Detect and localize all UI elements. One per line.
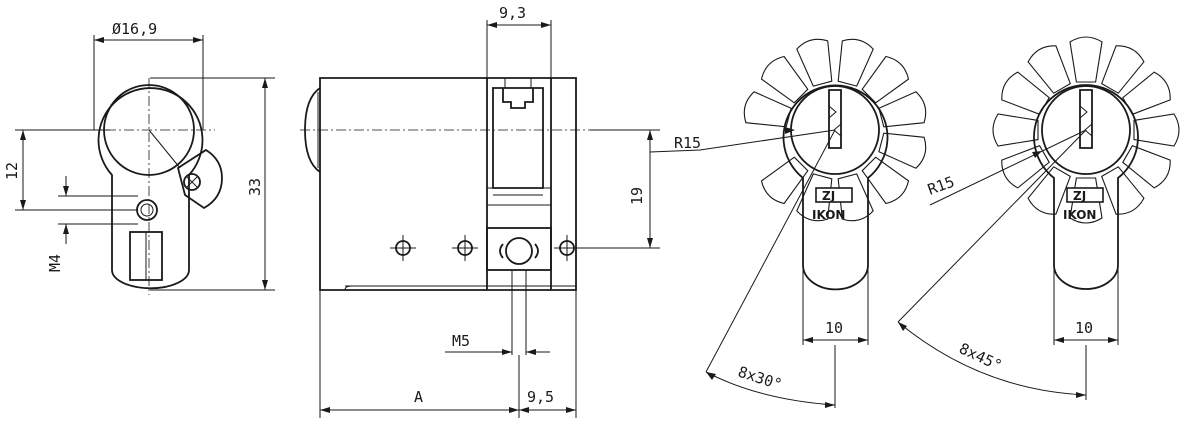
dim-9-5: 9,5 [527,388,554,406]
svg-text:IKON: IKON [812,208,845,222]
cam-position-outline [1027,45,1071,94]
cam-position-outline [878,91,927,128]
front-view: Ø16,9 33 12 M4 [3,20,275,295]
cam-position-outline [1101,45,1145,94]
dim-9-3: 9,3 [499,4,526,22]
cylinder-body [319,77,577,291]
cam-position-outline [878,132,927,169]
cam-pin [183,173,201,191]
dim-r15-left: R15 [674,134,701,152]
ikon-logo-left: ZJ IKON [812,187,853,222]
cam-position-outline [760,55,809,104]
cam-position-outline [837,173,874,222]
cam-view-30: ZJ IKON R15 10 8x30° [649,38,927,408]
cam-position-outline [1122,71,1171,115]
cam-profile-30 [782,84,889,291]
svg-text:ZJ: ZJ [1073,189,1086,203]
dim-m5: M5 [452,332,470,350]
side-view: 9,3 19 M5 A 9,5 [300,4,660,418]
m5-screw-housing [486,227,552,271]
svg-text:IKON: IKON [1063,208,1096,222]
cam-position-outline [1101,166,1145,215]
cam-position-outline [1069,36,1103,83]
dim-8x45: 8x45° [956,339,1005,374]
cam [176,148,223,210]
cylinder-profile [97,87,204,290]
svg-text:ZJ: ZJ [822,189,835,203]
cam-position-outline [1027,166,1071,215]
dim-m4: M4 [46,254,64,272]
dim-8x30: 8x30° [736,363,785,394]
dim-10-left: 10 [825,319,843,337]
cam-position-outline [992,113,1039,147]
cam-position-outline [743,91,792,128]
cam-position-outline [796,38,833,87]
dim-10-right: 10 [1075,319,1093,337]
dim-19: 19 [628,187,646,205]
cam-position-outline [837,38,874,87]
dim-33: 33 [246,178,264,196]
dim-a: A [414,388,423,406]
cam-position-outline [1133,113,1180,147]
cam-view-45: ZJ IKON R15 10 8x45° [897,36,1180,400]
cam-position-outline [796,173,833,222]
cam-position-outline [861,55,910,104]
ikon-logo-right: ZJ IKON [1063,187,1104,222]
m4-hole [136,199,158,221]
cam-position-outline [760,156,809,205]
dim-diameter: Ø16,9 [112,20,157,38]
cam-slot [486,78,552,290]
cam-position-outline [861,156,910,205]
cam-profile-45 [1033,84,1139,290]
cam-position-outline [1001,71,1050,115]
dim-12: 12 [3,162,21,180]
